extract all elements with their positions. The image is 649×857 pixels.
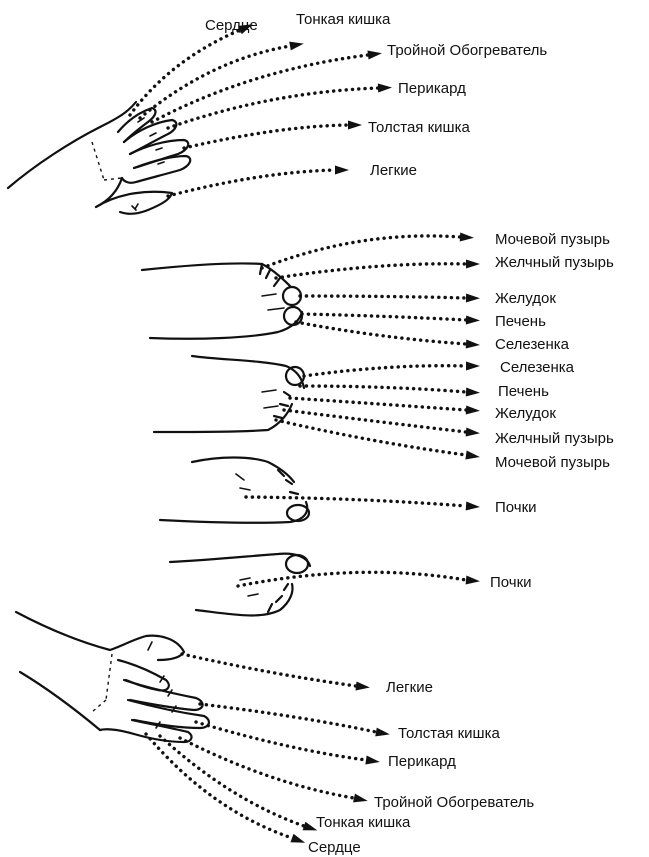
upper-hand-pointers: [130, 20, 392, 196]
label-triple-warmer-upper: Тройной Обогреватель: [387, 42, 547, 59]
label-kidneys-foot-4: Почки: [490, 574, 532, 591]
foot-4-labels: Почки: [490, 574, 532, 591]
label-heart-lower: Сердце: [308, 839, 361, 856]
label-small-intestine-lower: Тонкая кишка: [316, 814, 411, 831]
label-large-intestine-lower: Толстая кишка: [398, 725, 500, 742]
label-triple-warmer-lower: Тройной Обогреватель: [374, 794, 534, 811]
foot-4-drawing: [170, 554, 310, 616]
label-pericardium-lower: Перикард: [388, 753, 456, 770]
foot-4-pointers: [238, 572, 480, 586]
label-small-intestine-upper: Тонкая кишка: [296, 11, 391, 28]
label-lungs-upper: Легкие: [370, 162, 417, 179]
foot-3-group: Почки: [160, 458, 537, 523]
label-stomach-foot-2: Желудок: [495, 405, 556, 422]
upper-hand-drawing: [8, 102, 190, 214]
label-spleen-foot-2: Селезенка: [500, 359, 575, 376]
label-kidneys-foot-3: Почки: [495, 499, 537, 516]
label-stomach-foot-1: Желудок: [495, 290, 556, 307]
upper-hand-labels: Сердце Тонкая кишка Тройной Обогреватель…: [205, 11, 547, 179]
foot-1-group: Мочевой пузырь Желчный пузырь Желудок Пе…: [142, 231, 614, 353]
label-large-intestine-upper: Толстая кишка: [368, 119, 470, 136]
label-spleen-foot-1: Селезенка: [495, 336, 570, 353]
foot-3-drawing: [160, 458, 309, 523]
foot-4-group: Почки: [170, 554, 532, 616]
label-bladder-foot-1: Мочевой пузырь: [495, 231, 610, 248]
label-gallbladder-foot-1: Желчный пузырь: [495, 254, 614, 271]
label-pericardium-upper: Перикард: [398, 80, 466, 97]
upper-hand-group: Сердце Тонкая кишка Тройной Обогреватель…: [8, 11, 547, 214]
lower-hand-drawing: [16, 612, 209, 742]
foot-3-pointers: [246, 497, 480, 511]
label-bladder-foot-2: Мочевой пузырь: [495, 454, 610, 471]
foot-1-drawing: [142, 263, 302, 338]
label-gallbladder-foot-2: Желчный пузырь: [495, 430, 614, 447]
foot-3-labels: Почки: [495, 499, 537, 516]
foot-2-pointers: [276, 362, 480, 462]
foot-2-group: Селезенка Печень Желудок Желчный пузырь …: [154, 356, 614, 471]
label-heart-upper: Сердце: [205, 17, 258, 34]
label-liver-foot-2: Печень: [498, 383, 549, 400]
foot-1-labels: Мочевой пузырь Желчный пузырь Желудок Пе…: [495, 231, 614, 353]
label-lungs-lower: Легкие: [386, 679, 433, 696]
lower-hand-labels: Легкие Толстая кишка Перикард Тройной Об…: [308, 679, 534, 856]
label-liver-foot-1: Печень: [495, 313, 546, 330]
foot-2-labels: Селезенка Печень Желудок Желчный пузырь …: [495, 359, 614, 471]
foot-1-pointers: [262, 233, 480, 350]
lower-hand-group: Легкие Толстая кишка Перикард Тройной Об…: [16, 612, 534, 856]
